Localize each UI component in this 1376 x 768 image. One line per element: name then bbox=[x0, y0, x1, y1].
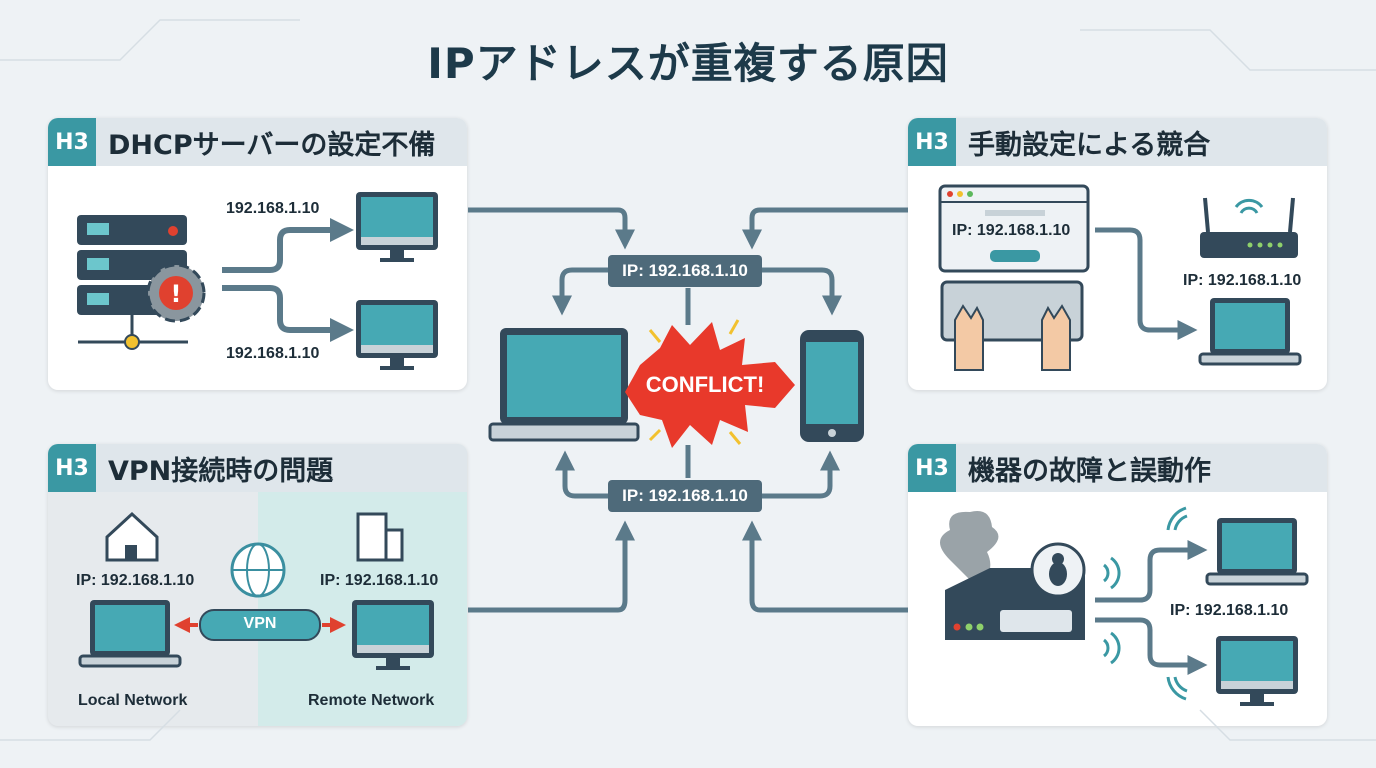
failure-ip: IP: 192.168.1.10 bbox=[1170, 602, 1289, 619]
vpn-tunnel-label: VPN bbox=[243, 615, 277, 632]
panel-heading: 機器の故障と誤動作 bbox=[968, 455, 1211, 487]
local-network-label: Local Network bbox=[78, 692, 188, 709]
manual-ip-laptop: IP: 192.168.1.10 bbox=[1183, 272, 1302, 289]
laptop-icon bbox=[488, 328, 640, 442]
manual-ip-screen: IP: 192.168.1.10 bbox=[952, 222, 1071, 239]
h3-badge: H3 bbox=[48, 444, 96, 492]
center-ip-label-top: IP: 192.168.1.10 bbox=[608, 255, 762, 287]
panel-manual: H3 手動設定による競合 bbox=[908, 118, 1327, 390]
panel-failure: H3 機器の故障と誤動作 bbox=[908, 444, 1327, 726]
vpn-ip-remote: IP: 192.168.1.10 bbox=[320, 572, 439, 589]
vpn-ip-local: IP: 192.168.1.10 bbox=[76, 572, 195, 589]
h3-badge: H3 bbox=[908, 444, 956, 492]
page-title: IPアドレスが重複する原因 bbox=[427, 39, 949, 88]
conflict-label: CONFLICT! bbox=[645, 372, 765, 397]
dhcp-ip-top: 192.168.1.10 bbox=[226, 200, 320, 217]
panel-heading: VPN接続時の問題 bbox=[108, 455, 334, 487]
center-ip-label-bottom: IP: 192.168.1.10 bbox=[608, 480, 762, 512]
h3-badge: H3 bbox=[48, 118, 96, 166]
panel-heading: 手動設定による競合 bbox=[968, 129, 1211, 161]
panel-heading: DHCPサーバーの設定不備 bbox=[108, 129, 436, 161]
smartphone-icon bbox=[800, 330, 864, 442]
dhcp-ip-bottom: 192.168.1.10 bbox=[226, 345, 320, 362]
remote-network-label: Remote Network bbox=[308, 692, 435, 709]
h3-badge: H3 bbox=[908, 118, 956, 166]
